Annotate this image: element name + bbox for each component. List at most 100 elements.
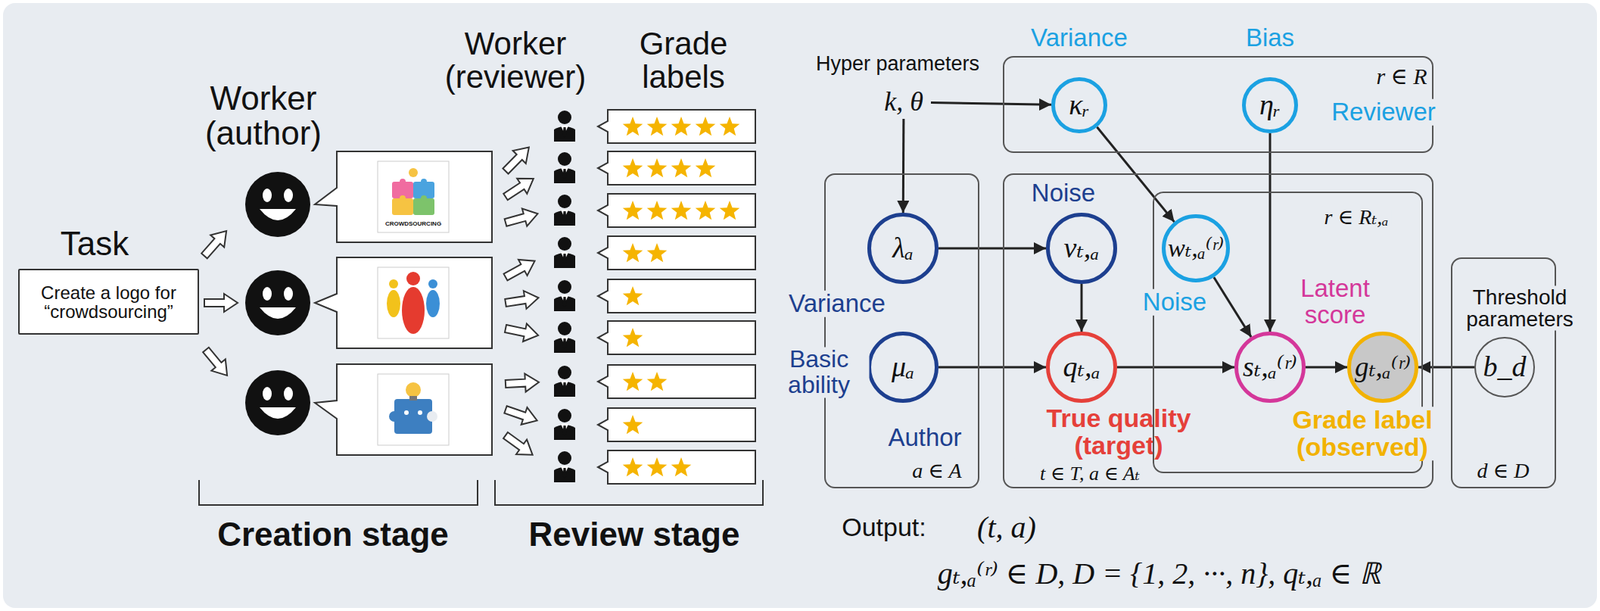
stage-label: Review stage xyxy=(526,516,743,552)
ability-node: μₐBasic ability xyxy=(867,331,939,403)
node-caption: Noise xyxy=(1139,289,1210,316)
arrow-connector xyxy=(1418,366,1475,369)
node-text: λₐ xyxy=(892,233,914,264)
output-formula: (t, a) xyxy=(974,511,1039,544)
reviewer-icon xyxy=(554,110,576,142)
arrow-connector xyxy=(902,118,906,213)
reviewer-icon xyxy=(554,152,576,184)
star-mark xyxy=(719,200,741,220)
star-mark xyxy=(622,242,644,262)
author-plate: a ∈ AAuthorλₐVarianceμₐBasic ability xyxy=(824,173,980,489)
star-mark xyxy=(671,200,692,220)
node-text: wₜ,ₐ⁽ʳ⁾ xyxy=(1167,234,1224,262)
author-icon xyxy=(245,270,311,336)
node-caption: Reviewer xyxy=(1328,99,1439,126)
quality-node: qₜ,ₐTrue quality (target) xyxy=(1045,331,1118,403)
star-mark xyxy=(695,116,716,136)
star-mark xyxy=(695,158,716,178)
grade-box xyxy=(597,320,756,355)
node-caption: Latent score xyxy=(1279,275,1392,328)
reviewer-icon xyxy=(554,321,576,353)
star-mark xyxy=(622,158,644,178)
flow-arrow xyxy=(498,140,536,178)
column-heading: Grade labels xyxy=(605,27,762,94)
arrow-connector xyxy=(1214,277,1252,337)
star-mark xyxy=(647,158,668,178)
logo-frame xyxy=(377,267,449,339)
node-text: k, θ xyxy=(884,87,924,117)
noise-node: wₜ,ₐ⁽ʳ⁾Noise xyxy=(1161,214,1230,283)
grade-box xyxy=(597,407,756,442)
star-mark xyxy=(671,457,692,477)
flow-arrow xyxy=(504,373,539,393)
arrow-connector xyxy=(930,102,1052,106)
reviewer-icon xyxy=(554,236,576,268)
node-caption: r ∈ Rₜ,ₐ xyxy=(1321,205,1392,228)
node-caption: a ∈ A xyxy=(908,459,965,482)
column-heading: Worker (author) xyxy=(162,80,365,151)
variance-node: λₐVariance xyxy=(867,212,939,284)
star-mark xyxy=(647,242,668,262)
flow-arrow xyxy=(504,288,540,312)
task-plate: t ∈ T, a ∈ Aₜvₜ,ₐNoiseqₜ,ₐTrue quality (… xyxy=(1002,173,1434,489)
node-caption: True quality (target) xyxy=(1013,404,1224,459)
star-mark xyxy=(622,200,644,220)
arrow-connector xyxy=(1305,366,1348,369)
arrow-connector xyxy=(938,247,1046,250)
grade-box xyxy=(597,236,756,270)
node-caption: Basic ability xyxy=(768,346,870,398)
node-text: ηᵣ xyxy=(1259,90,1281,121)
node-text: gₜ,ₐ⁽ʳ⁾ xyxy=(1354,352,1411,383)
logo-frame xyxy=(377,373,449,446)
node-caption: Hyper parameters xyxy=(812,52,983,75)
node-text: Create a logo for “crowdsourcing” xyxy=(24,282,193,321)
node-text: sₜ,ₐ⁽ʳ⁾ xyxy=(1242,351,1298,383)
author-icon xyxy=(245,370,311,436)
grade-box xyxy=(597,364,756,399)
logo-people xyxy=(386,271,440,334)
star-mark xyxy=(719,116,741,136)
output-formula: gₜ,ₐ⁽ʳ⁾ ∈ D, D = {1, 2, ···, n}, qₜ,ₐ ∈ … xyxy=(935,557,1385,590)
latent-score-node: sₜ,ₐ⁽ʳ⁾Latent score xyxy=(1234,331,1306,403)
grade-label-node: gₜ,ₐ⁽ʳ⁾Grade label (observed) xyxy=(1347,331,1419,403)
flow-arrow xyxy=(500,171,539,205)
star-mark xyxy=(622,414,644,434)
star-mark xyxy=(622,371,644,391)
grade-box xyxy=(597,450,756,484)
flow-arrow xyxy=(197,224,234,262)
node-caption: d ∈ D xyxy=(1474,459,1533,482)
node-text: μₐ xyxy=(891,351,915,383)
node-text: b_d xyxy=(1483,351,1527,383)
threshold-node: b_dThreshold parameters xyxy=(1474,336,1535,398)
threshold-plate: d ∈ D b_dThreshold parameters xyxy=(1450,257,1557,489)
star-mark xyxy=(647,371,668,391)
flow-arrow xyxy=(500,427,539,462)
node-caption: Noise xyxy=(1028,180,1099,207)
speech-bubble xyxy=(314,257,492,349)
background-panel xyxy=(3,3,1597,608)
output-label: Output: xyxy=(839,513,929,542)
speech-bubble xyxy=(314,364,492,455)
task-box: TaskCreate a logo for “crowdsourcing” xyxy=(18,268,200,335)
star-mark xyxy=(622,327,644,347)
logo-text: CROWDSOURCING xyxy=(382,221,444,228)
arrow-connector xyxy=(1117,366,1235,369)
node-caption: Variance xyxy=(1027,24,1131,52)
node-caption: Task xyxy=(57,226,132,262)
node-caption: r ∈ R xyxy=(1372,64,1430,89)
logo-puzzle xyxy=(392,168,435,215)
grade-box xyxy=(597,109,756,144)
node-caption: Grade label (observed) xyxy=(1260,406,1464,461)
node-text: vₜ,ₐ xyxy=(1064,233,1100,264)
arrow-connector xyxy=(1080,283,1084,332)
variance-node: κᵣVariance xyxy=(1051,77,1108,134)
star-mark xyxy=(671,158,692,178)
star-mark xyxy=(622,286,644,306)
star-mark xyxy=(647,116,668,136)
star-mark xyxy=(647,200,668,220)
star-mark xyxy=(671,116,692,136)
node-caption: Threshold parameters xyxy=(1456,286,1584,331)
star-mark xyxy=(622,457,644,477)
node-text: qₜ,ₐ xyxy=(1063,351,1101,383)
reviewer-plate: r ∈ RReviewerκᵣVarianceηᵣBias xyxy=(1002,56,1434,153)
